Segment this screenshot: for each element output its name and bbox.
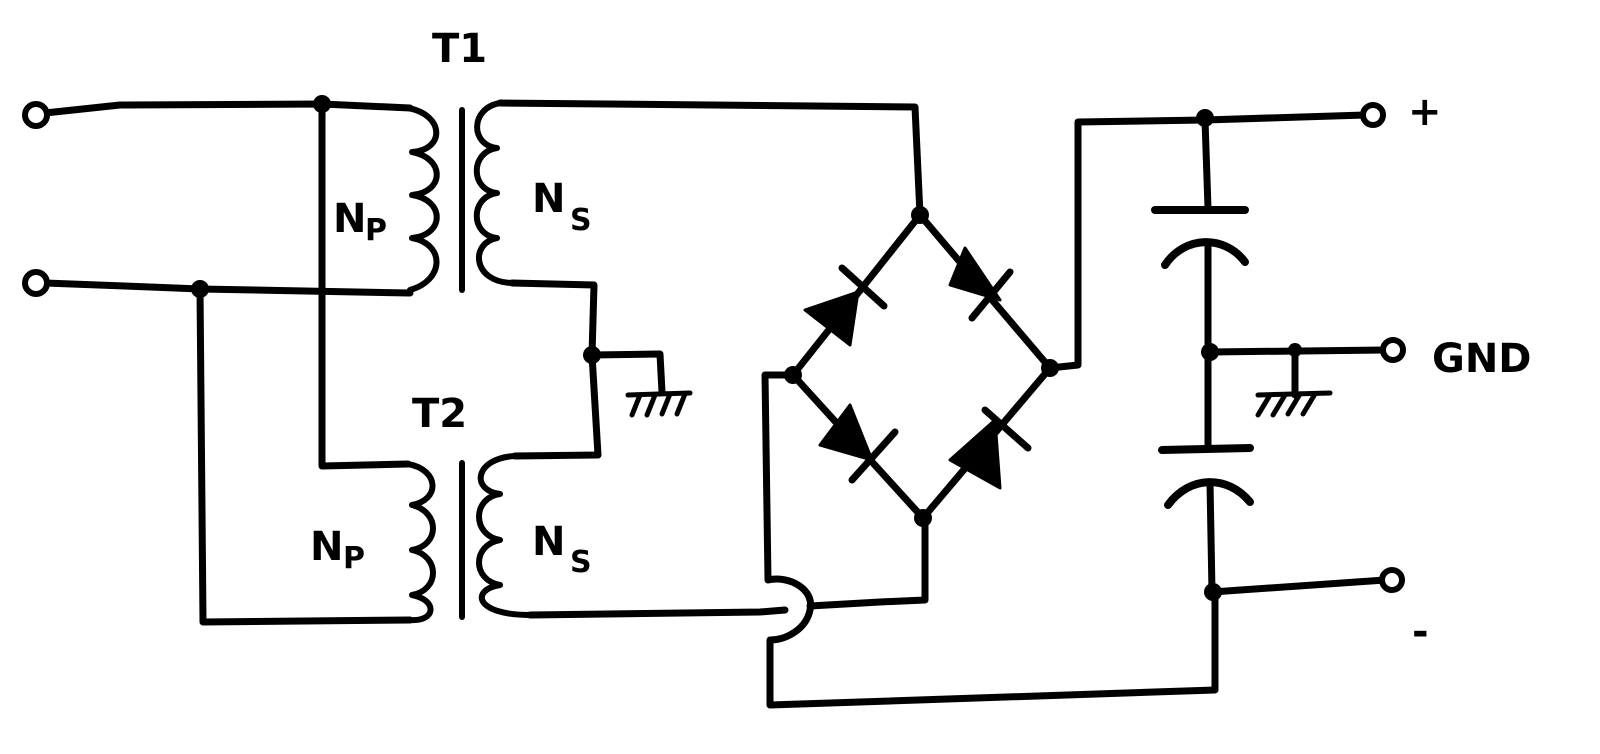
ground-symbol-centre-tap	[625, 390, 693, 418]
label-ns-bottom: N	[532, 519, 565, 565]
wire-centre-tap-ground	[588, 350, 666, 396]
junction-bridge-left	[784, 366, 802, 384]
t1-primary-winding	[405, 105, 440, 293]
transformer-t1	[405, 100, 515, 293]
secondary-wiring	[496, 99, 929, 619]
wire-t1-secondary-to-bridge	[496, 99, 924, 219]
transformer-t2	[405, 453, 533, 624]
junction-input-top	[313, 95, 331, 113]
t2-primary-winding	[405, 461, 436, 624]
t1-secondary-winding	[473, 100, 515, 286]
wire-primary-link-top	[318, 100, 412, 470]
junction-negative-rail	[1204, 583, 1222, 601]
output-terminal-positive[interactable]	[1360, 102, 1386, 128]
label-minus: -	[1412, 609, 1429, 655]
label-ns-bottom-sub: S	[570, 545, 592, 580]
wire-positive-rail	[1201, 111, 1369, 124]
wire-cap-top-upper	[1201, 116, 1212, 212]
wire-bridge-right-positive	[1046, 116, 1209, 372]
diode-upper-left	[803, 264, 888, 347]
label-np-bottom-sub: P	[343, 541, 365, 576]
cap2-plate-straight	[1158, 444, 1254, 454]
junction-gnd-ground	[1288, 343, 1302, 357]
junction-cap-midpoint	[1201, 343, 1219, 361]
junction-bridge-right	[1041, 359, 1059, 377]
input-terminal-bottom[interactable]	[22, 269, 50, 297]
wire-cap-bottom-lower	[1206, 479, 1216, 596]
output-terminal-gnd[interactable]	[1380, 337, 1406, 363]
junction-bridge-bottom	[914, 509, 932, 527]
wire-primary-link-bottom	[196, 285, 414, 626]
junction-bridge-top	[911, 206, 929, 224]
label-plus: +	[1408, 89, 1442, 135]
wire-input-top	[41, 100, 414, 117]
label-t2: T2	[412, 391, 467, 437]
label-gnd: GND	[1432, 336, 1532, 382]
label-np-bottom: N	[310, 524, 343, 570]
junction-positive-rail	[1196, 109, 1214, 127]
output-terminal-negative[interactable]	[1379, 567, 1405, 593]
label-np-top: N	[333, 196, 366, 242]
label-t1: T1	[432, 26, 487, 72]
diode-lower-left	[818, 403, 899, 484]
bridge-rectifier	[761, 116, 1219, 709]
diode-lower-right	[948, 406, 1032, 490]
ground-symbol-output	[1255, 390, 1333, 418]
junction-input-bottom	[191, 280, 209, 298]
input-wiring	[41, 100, 414, 626]
diode-upper-right	[948, 246, 1014, 322]
wire-bridge-left-return	[761, 371, 1219, 709]
input-terminal-top[interactable]	[22, 101, 50, 129]
label-ns-top-sub: S	[570, 203, 592, 238]
wire-negative-rail	[1208, 576, 1389, 596]
wire-t2-secondary-to-bridge	[526, 606, 789, 619]
wire-centre-tap	[508, 279, 602, 460]
label-ns-top: N	[532, 176, 565, 222]
wire-input-bottom	[41, 279, 414, 297]
label-np-top-sub: P	[365, 213, 387, 248]
filter-capacitors	[1151, 111, 1389, 596]
wire-bridge-bottom-node	[806, 516, 929, 610]
t2-secondary-winding	[476, 453, 533, 618]
junction-centre-tap	[583, 346, 601, 364]
